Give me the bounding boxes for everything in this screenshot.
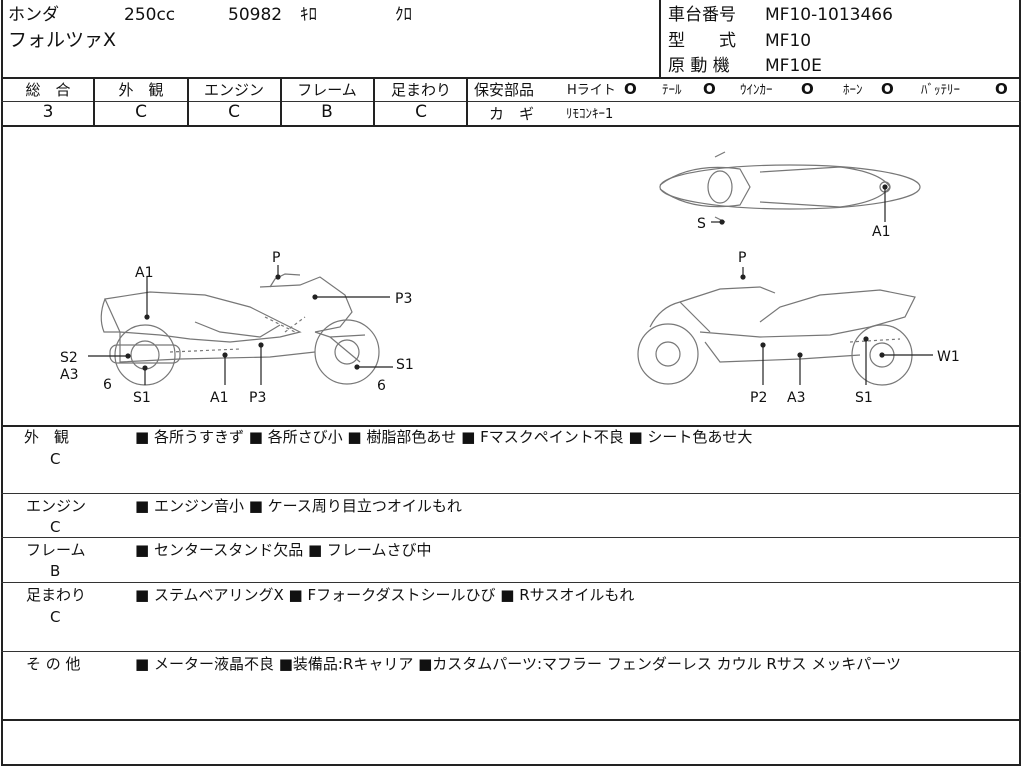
remark-text-engine: ■ エンジン音小 ■ ケース周り目立つオイルもれ [135, 497, 462, 515]
mark-label: P3 [395, 291, 412, 307]
safety-item-tail: ﾃｰﾙ [662, 83, 682, 98]
divider [467, 101, 1021, 102]
mileage-unit: ｷﾛ [300, 5, 317, 25]
safety-item-battery: ﾊﾞｯﾃﾘｰ [921, 83, 960, 98]
grade-value-suspension: C [415, 102, 427, 122]
grade-label-frame: フレーム [297, 81, 357, 99]
mark-label: A1 [872, 224, 890, 240]
safety-item-winker: ｳｲﾝｶｰ [740, 83, 773, 98]
mark-label: A3 [60, 367, 78, 383]
model-name: フォルツァX [8, 29, 117, 51]
safety-parts-label: 保安部品 [474, 81, 535, 99]
safety-item-headlight: Hライト [567, 83, 616, 98]
mark-label: S1 [855, 390, 873, 406]
divider [1, 425, 1021, 427]
grade-label-exterior: 外 観 [118, 81, 164, 99]
safety-status-headlight: O [624, 80, 637, 98]
key-label: カ ギ [489, 105, 535, 123]
remark-category-frame: フレーム [26, 541, 86, 559]
grade-divider [466, 77, 468, 125]
mark-label: S2 [60, 350, 78, 366]
divider [1, 77, 1021, 79]
diagram-labels: A1 P P3 S2 A3 6 S1 A1 P3 S1 6 S A1 P W1 … [60, 216, 960, 406]
grade-divider [187, 77, 189, 125]
divider [1, 537, 1021, 538]
remark-category-exterior: 外 観 [24, 428, 70, 446]
mark-label: S1 [396, 357, 414, 373]
remark-text-other: ■ メーター液晶不良 ■装備品:Rキャリア ■カスタムパーツ:マフラー フェンダ… [135, 655, 901, 673]
remark-grade-exterior: C [50, 450, 61, 468]
remark-category-suspension: 足まわり [26, 586, 87, 604]
grade-value-exterior: C [135, 102, 147, 122]
safety-status-tail: O [703, 80, 716, 98]
mark-label: S1 [133, 390, 151, 406]
mark-label: P3 [249, 390, 266, 406]
mark-label: W1 [937, 349, 960, 365]
remark-text-frame: ■ センタースタンド欠品 ■ フレームさび中 [135, 541, 432, 559]
mark-label: S [697, 216, 706, 232]
maker: ホンダ [8, 5, 59, 25]
grade-value-overall: 3 [42, 102, 54, 122]
frame-no-label: 車台番号 [668, 5, 736, 25]
damage-diagram: A1 P P3 S2 A3 6 S1 A1 P3 S1 6 S A1 P W1 … [60, 151, 960, 406]
mark-label: P [738, 250, 746, 266]
mark-label: A1 [135, 265, 153, 281]
remark-text-suspension: ■ ステムベアリングX ■ Fフォークダストシールひび ■ Rサスオイルもれ [135, 586, 635, 604]
safety-status-winker: O [801, 80, 814, 98]
frame-no: MF10-1013466 [765, 5, 893, 25]
divider [1, 493, 1021, 494]
remark-grade-engine: C [50, 518, 61, 536]
divider [1, 125, 1021, 127]
mark-label: 6 [377, 378, 386, 394]
scooter-top-view [659, 151, 921, 223]
engine-value: MF10E [765, 56, 822, 76]
color: ｸﾛ [395, 5, 412, 25]
grade-label-engine: エンジン [203, 81, 264, 99]
mark-label: A1 [210, 390, 228, 406]
grade-label-suspension: 足まわり [390, 81, 451, 99]
divider [1, 719, 1021, 721]
mark-label: P [272, 250, 280, 266]
divider [1, 582, 1021, 583]
header-divider [659, 0, 661, 77]
mark-label: A3 [787, 390, 805, 406]
mark-label: 6 [103, 377, 112, 393]
grade-divider [373, 77, 375, 125]
remark-category-other: そ の 他 [26, 655, 81, 673]
safety-item-horn: ﾎｰﾝ [843, 83, 863, 98]
remark-category-engine: エンジン [26, 497, 87, 515]
mileage: 50982 [228, 5, 283, 25]
scooter-right-view [637, 286, 916, 386]
grade-value-engine: C [228, 102, 240, 122]
engine-label: 原 動 機 [668, 56, 730, 76]
displacement: 250cc [124, 5, 176, 25]
grade-value-frame: B [321, 102, 333, 122]
type-label: 型 式 [668, 31, 736, 51]
remark-grade-frame: B [50, 562, 61, 580]
divider [1, 651, 1021, 652]
divider [1, 101, 467, 102]
grade-divider [280, 77, 282, 125]
grade-label-overall: 総 合 [25, 81, 71, 99]
safety-status-battery: O [995, 80, 1008, 98]
mark-label: P2 [750, 390, 767, 406]
grade-divider [93, 77, 95, 125]
safety-status-horn: O [881, 80, 894, 98]
remark-text-exterior: ■ 各所うすきず ■ 各所さび小 ■ 樹脂部色あせ ■ Fマスクペイント不良 ■… [135, 428, 753, 446]
type-value: MF10 [765, 31, 812, 51]
key-value: ﾘﾓｺﾝｷｰ1 [566, 107, 614, 122]
remark-grade-suspension: C [50, 608, 61, 626]
